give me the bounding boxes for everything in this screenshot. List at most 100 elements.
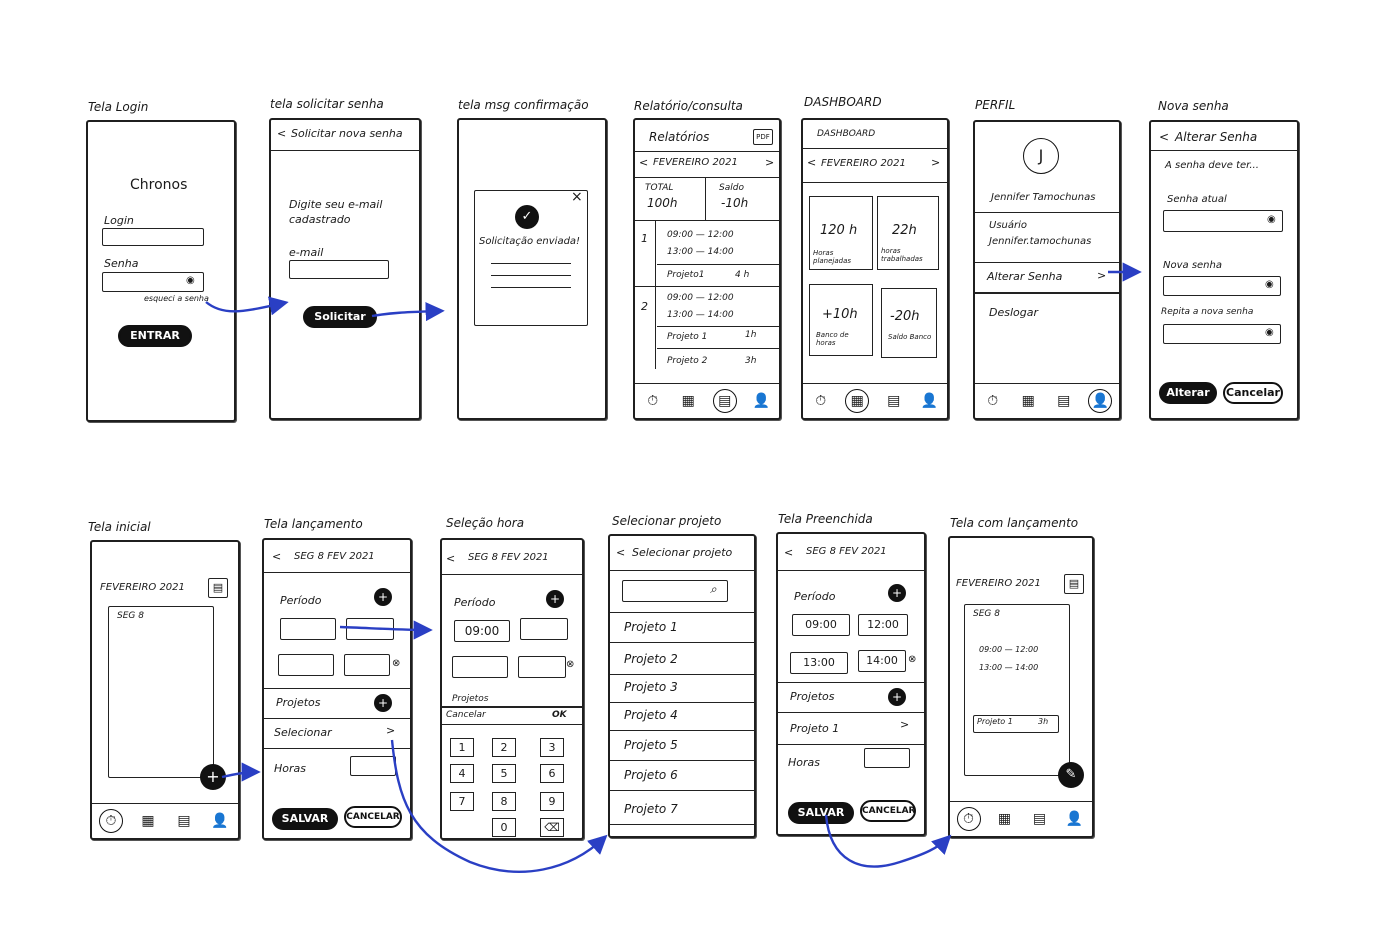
clock-icon[interactable]: ⏱	[99, 809, 123, 833]
grid-icon[interactable]: ▦	[141, 813, 155, 829]
keypad-key[interactable]: 0	[492, 818, 516, 837]
project-item[interactable]: Projeto 6	[624, 768, 678, 782]
solicitar-button[interactable]: Solicitar	[303, 306, 377, 328]
time-start-1[interactable]	[280, 618, 336, 640]
keypad-key[interactable]: 7	[450, 792, 474, 811]
doc-icon[interactable]: ▤	[177, 813, 191, 829]
doc-icon[interactable]: ▤	[1057, 393, 1071, 409]
back-icon[interactable]: <	[1159, 130, 1170, 144]
save-button[interactable]: SALVAR	[788, 802, 854, 824]
project-item[interactable]: Projeto 4	[624, 708, 678, 722]
horas-input[interactable]	[350, 756, 396, 776]
keypad-key[interactable]: 1	[450, 738, 474, 757]
calendar-icon[interactable]: ▤	[1064, 574, 1084, 594]
eye-icon[interactable]: ◉	[186, 275, 195, 286]
time-end-1[interactable]	[520, 618, 568, 640]
back-icon[interactable]: <	[277, 127, 287, 140]
enter-button[interactable]: ENTRAR	[118, 325, 192, 347]
grid-icon[interactable]: ▦	[997, 811, 1012, 827]
keypad-key[interactable]: 4	[450, 764, 474, 783]
time-end-1[interactable]: 12:00	[858, 614, 908, 636]
prev-month[interactable]: <	[639, 156, 649, 169]
edit-fab-button[interactable]: ✎	[1058, 762, 1084, 788]
picker-ok[interactable]: OK	[552, 710, 567, 720]
user-icon[interactable]: 👤	[1065, 811, 1084, 827]
time-start-2[interactable]	[452, 656, 508, 678]
clock-icon[interactable]: ⏱	[956, 807, 981, 831]
eye-icon[interactable]: ◉	[1265, 279, 1274, 290]
doc-icon[interactable]: ▤	[712, 389, 737, 413]
time-end-1[interactable]	[346, 618, 394, 640]
forgot-link[interactable]: esqueci a senha	[144, 294, 209, 303]
alterar-senha-link[interactable]: Alterar Senha	[987, 270, 1063, 283]
keypad-key[interactable]: 9	[540, 792, 564, 811]
keypad-key[interactable]: ⌫	[540, 818, 564, 837]
add-project-icon[interactable]: +	[374, 694, 392, 712]
repeat-input[interactable]	[1163, 324, 1281, 344]
project-item[interactable]: Projeto 7	[624, 802, 678, 816]
chevron-right-icon[interactable]: >	[1097, 269, 1107, 282]
time-end-2[interactable]	[344, 654, 390, 676]
time-start-2[interactable]	[278, 654, 334, 676]
add-project-icon[interactable]: +	[888, 688, 906, 706]
horas-input[interactable]	[864, 748, 910, 768]
back-icon[interactable]: <	[272, 550, 282, 563]
back-icon[interactable]: <	[446, 552, 456, 565]
doc-icon[interactable]: ▤	[1032, 811, 1047, 827]
cancel-button[interactable]: CANCELAR	[344, 806, 402, 828]
remove-icon[interactable]: ⊗	[392, 658, 401, 669]
next-month[interactable]: >	[931, 156, 941, 169]
grid-icon[interactable]: ▦	[681, 393, 695, 409]
project-entry[interactable]: Projeto 1 3h	[973, 715, 1059, 733]
clock-icon[interactable]: ⏱	[815, 393, 827, 409]
user-icon[interactable]: 👤	[920, 393, 938, 409]
cancel-button[interactable]: Cancelar	[1223, 382, 1283, 404]
senha-input[interactable]	[102, 272, 204, 292]
project-item[interactable]: Projeto 5	[624, 738, 678, 752]
remove-icon[interactable]: ⊗	[566, 659, 575, 670]
logout-link[interactable]: Deslogar	[989, 306, 1039, 319]
doc-icon[interactable]: ▤	[887, 393, 901, 409]
add-fab-button[interactable]: +	[200, 764, 226, 790]
search-input[interactable]	[622, 580, 728, 602]
next-month[interactable]: >	[765, 156, 775, 169]
chevron-right-icon[interactable]: >	[900, 718, 910, 731]
time-end-2[interactable]: 14:00	[858, 650, 906, 672]
grid-icon[interactable]: ▦	[845, 389, 870, 413]
grid-icon[interactable]: ▦	[1021, 393, 1035, 409]
keypad-key[interactable]: 5	[492, 764, 516, 783]
chevron-right-icon[interactable]: >	[386, 724, 396, 737]
select-project[interactable]: Selecionar	[274, 726, 332, 739]
alterar-button[interactable]: Alterar	[1159, 382, 1217, 404]
login-input[interactable]	[102, 228, 204, 246]
user-icon[interactable]: 👤	[211, 813, 229, 829]
user-icon[interactable]: 👤	[1088, 389, 1113, 413]
time-start-selected[interactable]: 09:00	[454, 620, 510, 642]
eye-icon[interactable]: ◉	[1267, 214, 1276, 225]
project-item[interactable]: Projeto 3	[624, 680, 678, 694]
add-period-icon[interactable]: +	[888, 584, 906, 602]
search-icon[interactable]: ⌕	[710, 582, 717, 596]
cancel-button[interactable]: CANCELAR	[860, 800, 916, 822]
time-start-1[interactable]: 09:00	[792, 614, 850, 636]
selected-project[interactable]: Projeto 1	[790, 722, 840, 735]
time-end-2[interactable]	[518, 656, 566, 678]
eye-icon[interactable]: ◉	[1265, 327, 1274, 338]
keypad-key[interactable]: 3	[540, 738, 564, 757]
keypad-key[interactable]: 8	[492, 792, 516, 811]
new-input[interactable]	[1163, 276, 1281, 296]
clock-icon[interactable]: ⏱	[987, 393, 999, 409]
add-period-icon[interactable]: +	[374, 588, 392, 606]
close-icon[interactable]: ×	[571, 189, 583, 205]
user-icon[interactable]: 👤	[752, 393, 770, 409]
calendar-icon[interactable]: ▤	[208, 578, 228, 598]
save-button[interactable]: SALVAR	[272, 808, 338, 830]
clock-icon[interactable]: ⏱	[647, 393, 659, 409]
picker-cancel[interactable]: Cancelar	[446, 710, 486, 720]
time-start-2[interactable]: 13:00	[790, 652, 848, 674]
email-input[interactable]	[289, 260, 389, 279]
keypad-key[interactable]: 6	[540, 764, 564, 783]
back-icon[interactable]: <	[616, 546, 626, 559]
back-icon[interactable]: <	[784, 546, 794, 559]
add-period-icon[interactable]: +	[546, 590, 564, 608]
